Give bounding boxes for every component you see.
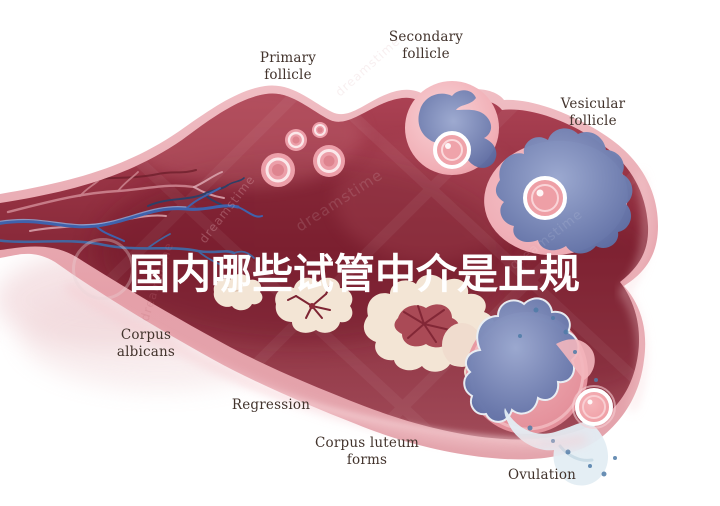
rim-highlights (65, 172, 651, 449)
ovulation-antrum (463, 297, 580, 423)
label-line: follicle (402, 45, 450, 62)
label-line: Corpus (120, 327, 172, 343)
secondary-follicle (405, 81, 499, 175)
label-line: follicle (264, 66, 312, 83)
follicle-wall-flap (556, 339, 595, 380)
blood-vessels (0, 169, 263, 267)
corpus-albicans-blob (213, 274, 263, 311)
overlay-title: 国内哪些试管中介是正规 (129, 250, 580, 298)
label-line: Primary (259, 50, 317, 66)
watermark-logo-circle (72, 238, 134, 300)
primary-follicle-smallest (312, 122, 328, 138)
vesicular-follicle (484, 128, 633, 256)
label-line: follicle (569, 112, 617, 129)
label-vesicular-follicle: Vesicular follicle (518, 96, 668, 129)
regression-blob (275, 277, 353, 333)
label-line: Ovulation (507, 467, 577, 483)
label-line: Regression (231, 397, 311, 413)
secondary-antrum (418, 90, 497, 168)
label-regression: Regression (196, 397, 346, 414)
primary-follicle-large-2 (313, 145, 345, 177)
released-oocyte (572, 385, 616, 429)
label-line: albicans (116, 343, 176, 360)
label-secondary-follicle: Secondary follicle (351, 29, 501, 62)
label-primary-follicle: Primary follicle (213, 50, 363, 83)
label-line: Vesicular (560, 96, 626, 112)
primary-follicles (261, 122, 345, 187)
label-corpus-albicans: Corpus albicans (71, 327, 221, 360)
label-corpus-luteum-forms: Corpus luteum forms (292, 435, 442, 468)
label-line: Secondary (388, 29, 464, 45)
label-ovulation: Ovulation (467, 467, 617, 484)
ovulation-follicle (463, 297, 595, 434)
primary-follicle-large (261, 153, 295, 187)
label-line: Corpus luteum (315, 435, 419, 451)
primary-follicle-small (285, 129, 307, 151)
label-line: forms (346, 451, 388, 468)
